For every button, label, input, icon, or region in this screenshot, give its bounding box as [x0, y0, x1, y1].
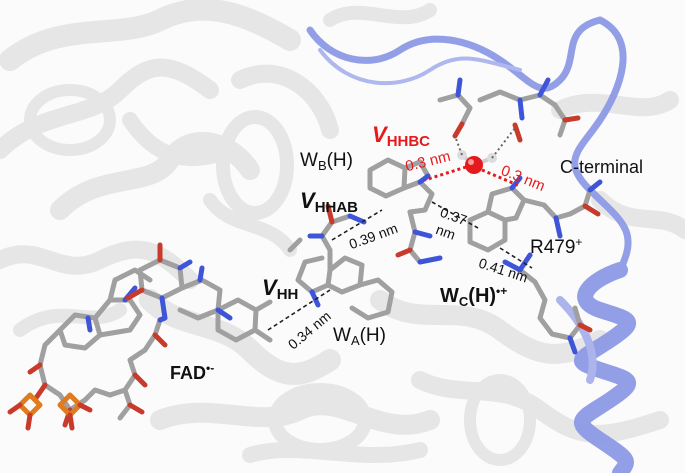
water-molecule — [457, 150, 497, 174]
v-hhbc-sub: HHBC — [386, 133, 431, 150]
label-v-hhab: VHHAB — [300, 188, 359, 216]
wb-main: W — [300, 150, 318, 171]
c-terminal-ribbon — [306, 16, 637, 473]
wc-sub: C — [458, 294, 469, 309]
wb-sub: B — [317, 158, 327, 173]
wa-main: W — [333, 325, 351, 346]
v-hh-main: V — [262, 275, 277, 300]
r479-main: R479 — [530, 237, 576, 258]
v-hhbc-main: V — [372, 122, 387, 147]
label-wc: WC(H)•+ — [440, 285, 507, 308]
label-v-hh: VHH — [262, 275, 299, 303]
wc-tail: (H) — [468, 285, 497, 307]
v-hh-sub: HH — [276, 286, 299, 303]
label-r479: R479+ — [530, 236, 582, 257]
label-wb: WB(H) — [300, 151, 353, 172]
arginine-r479 — [502, 252, 593, 355]
wa-sub: A — [350, 333, 360, 348]
fad-main: FAD — [170, 363, 206, 383]
wc-sup: •+ — [496, 284, 508, 298]
wc-main: W — [440, 285, 459, 307]
label-wa: WA(H) — [333, 326, 386, 347]
label-v-hhbc: VHHBC — [372, 122, 431, 150]
wa-tail: (H) — [359, 325, 386, 346]
fad-cofactor — [7, 242, 273, 431]
v-hhab-sub: HHAB — [314, 199, 359, 216]
wb-tail: (H) — [326, 150, 353, 171]
label-c-terminal: C-terminal — [560, 157, 644, 177]
label-fad: FAD•- — [170, 362, 214, 382]
tryptophan-wa — [287, 203, 395, 321]
upper-residues — [437, 77, 581, 143]
r479-sup: + — [575, 235, 583, 249]
hydrogen-bonds-grey — [454, 127, 516, 159]
distance-lines — [267, 201, 533, 331]
v-hhab-main: V — [300, 188, 315, 213]
tryptophan-wc — [467, 175, 603, 253]
tryptophan-wb — [367, 157, 443, 265]
fad-sup: •- — [206, 361, 215, 375]
hydrogen-bonds-red — [424, 165, 521, 188]
